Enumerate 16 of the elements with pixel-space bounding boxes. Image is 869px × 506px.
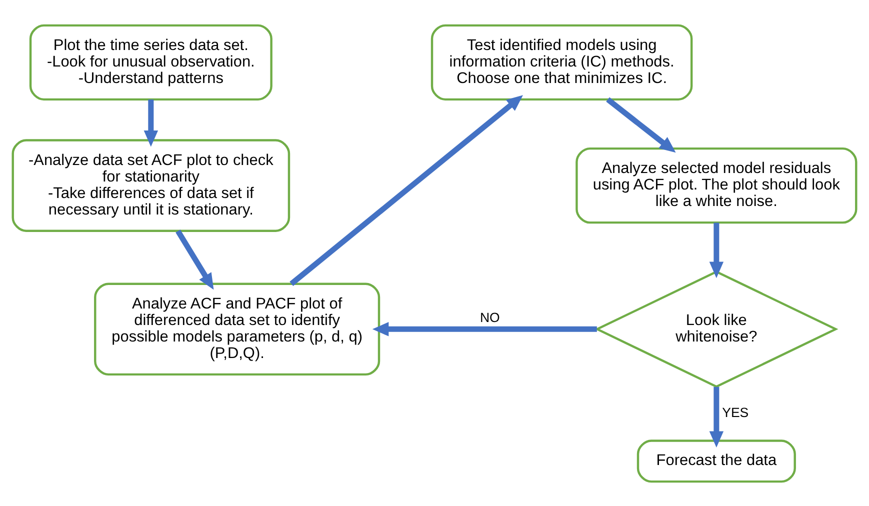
arrow <box>290 94 523 286</box>
edge-label: YES <box>722 404 749 420</box>
arrow <box>606 96 676 152</box>
node-box: Analyze ACF and PACF plot of differenced data set to identify possible models parameters (p, d, q) (P,D,Q). <box>94 282 380 376</box>
arrow <box>709 386 724 448</box>
arrow <box>176 229 214 290</box>
node-diamond: Look like whitenoise? <box>594 270 838 388</box>
arrow <box>709 222 724 278</box>
node-box: Analyze selected model residuals using ACF plot. The plot should look like a white noise. <box>576 146 858 224</box>
node-box: Forecast the data <box>636 439 796 482</box>
arrow <box>372 322 597 336</box>
node-box: -Analyze data set ACF plot to check for stationarity -Take differences of data set if necessary until it is stationary. <box>12 138 290 232</box>
node-box: Plot the time series data set. -Look for unusual observation. -Understand patterns <box>29 24 272 100</box>
arrow <box>144 98 158 146</box>
edge-label: NO <box>480 310 500 325</box>
node-box: Test identified models using information criteria (IC) methods. Choose one that minimizes IC. <box>430 24 693 100</box>
